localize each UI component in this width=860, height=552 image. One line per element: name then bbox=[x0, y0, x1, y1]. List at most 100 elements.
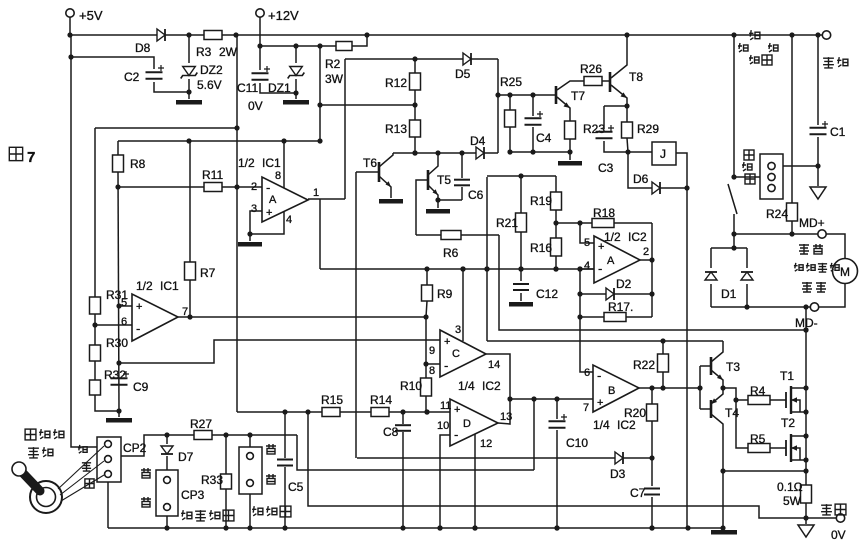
svg-text:3: 3 bbox=[251, 203, 257, 215]
svg-text:3W: 3W bbox=[325, 72, 344, 86]
svg-text:C10: C10 bbox=[566, 436, 588, 450]
svg-text:C3: C3 bbox=[598, 161, 614, 175]
svg-text:+5V: +5V bbox=[79, 8, 103, 23]
svg-text:1/2: 1/2 bbox=[238, 156, 255, 170]
svg-text:D6: D6 bbox=[633, 172, 649, 186]
svg-text:C: C bbox=[452, 348, 460, 360]
svg-text:+: + bbox=[444, 336, 450, 348]
svg-text:R10: R10 bbox=[400, 379, 422, 393]
svg-text:T7: T7 bbox=[571, 89, 585, 103]
svg-text:DZ2: DZ2 bbox=[200, 63, 223, 77]
svg-text:1/4: 1/4 bbox=[593, 418, 610, 432]
svg-text:R15: R15 bbox=[321, 393, 343, 407]
svg-text:MD-: MD- bbox=[795, 316, 818, 330]
svg-text:7: 7 bbox=[583, 402, 589, 414]
svg-text:R16: R16 bbox=[530, 241, 552, 255]
svg-text:R20: R20 bbox=[624, 406, 646, 420]
svg-text:8: 8 bbox=[275, 170, 281, 182]
svg-text:A: A bbox=[269, 194, 277, 206]
svg-text:R7: R7 bbox=[200, 266, 216, 280]
svg-text:2: 2 bbox=[251, 181, 257, 193]
svg-text:R19: R19 bbox=[530, 194, 552, 208]
svg-text:-: - bbox=[444, 358, 448, 373]
svg-text:5.6V: 5.6V bbox=[197, 78, 222, 92]
svg-text:T4: T4 bbox=[725, 406, 739, 420]
svg-text:R6: R6 bbox=[443, 246, 459, 260]
svg-text:5: 5 bbox=[584, 237, 590, 249]
svg-text:-: - bbox=[454, 427, 458, 442]
svg-text:T1: T1 bbox=[780, 369, 794, 383]
svg-text:-: - bbox=[597, 368, 601, 383]
svg-text:C2: C2 bbox=[124, 70, 140, 84]
svg-text:7: 7 bbox=[182, 306, 188, 318]
svg-text:C6: C6 bbox=[468, 188, 484, 202]
svg-text:D4: D4 bbox=[470, 134, 486, 148]
svg-text:-: - bbox=[136, 321, 140, 336]
svg-text:R25: R25 bbox=[500, 75, 522, 89]
svg-text:C5: C5 bbox=[288, 480, 304, 494]
svg-text:R23: R23 bbox=[583, 122, 605, 136]
svg-text:CP2: CP2 bbox=[123, 441, 147, 455]
svg-text:3: 3 bbox=[455, 324, 461, 336]
svg-text:R11: R11 bbox=[202, 168, 223, 182]
svg-text:7: 7 bbox=[27, 149, 35, 166]
svg-text:M: M bbox=[840, 265, 850, 279]
svg-text:+: + bbox=[597, 397, 603, 409]
svg-text:0V: 0V bbox=[831, 528, 846, 542]
svg-text:T6: T6 bbox=[363, 156, 377, 170]
svg-text:R5: R5 bbox=[750, 432, 766, 446]
svg-text:R9: R9 bbox=[437, 287, 453, 301]
svg-text:1/2: 1/2 bbox=[604, 230, 621, 244]
svg-text:D1: D1 bbox=[721, 287, 737, 301]
svg-text:DZ1: DZ1 bbox=[268, 81, 291, 95]
svg-text:T2: T2 bbox=[781, 416, 795, 430]
svg-text:R14: R14 bbox=[370, 393, 392, 407]
svg-text:R18: R18 bbox=[593, 206, 615, 220]
svg-text:0.1Ω: 0.1Ω bbox=[777, 480, 803, 494]
svg-text:A: A bbox=[607, 255, 615, 267]
svg-text:C9: C9 bbox=[133, 380, 149, 394]
svg-text:T8: T8 bbox=[629, 70, 643, 84]
svg-text:1/4: 1/4 bbox=[458, 379, 475, 393]
svg-text:R17.: R17. bbox=[608, 300, 633, 314]
svg-text:D3: D3 bbox=[610, 467, 626, 481]
svg-text:IC2: IC2 bbox=[617, 418, 636, 432]
svg-text:D8: D8 bbox=[135, 41, 151, 55]
svg-text:R26: R26 bbox=[580, 62, 602, 76]
svg-text:0V: 0V bbox=[248, 99, 263, 113]
svg-text:IC1: IC1 bbox=[160, 279, 179, 293]
svg-text:D2: D2 bbox=[616, 277, 632, 291]
svg-text:-: - bbox=[266, 180, 270, 195]
svg-text:D: D bbox=[463, 418, 471, 430]
svg-text:11: 11 bbox=[440, 400, 451, 412]
svg-text:T3: T3 bbox=[726, 360, 740, 374]
svg-text:5: 5 bbox=[121, 297, 127, 309]
svg-text:12: 12 bbox=[480, 438, 492, 450]
svg-text:R32: R32 bbox=[104, 368, 126, 382]
svg-text:R24: R24 bbox=[766, 207, 788, 221]
svg-text:C12: C12 bbox=[536, 287, 558, 301]
svg-text:IC2: IC2 bbox=[482, 379, 501, 393]
svg-text:9: 9 bbox=[429, 345, 435, 357]
svg-text:R12: R12 bbox=[385, 76, 407, 90]
svg-text:J: J bbox=[660, 147, 666, 161]
svg-text:-: - bbox=[598, 261, 602, 276]
svg-text:R27: R27 bbox=[190, 417, 212, 431]
svg-text:R33: R33 bbox=[201, 473, 223, 487]
svg-text:D5: D5 bbox=[455, 67, 471, 81]
svg-text:4: 4 bbox=[286, 214, 292, 226]
svg-text:C11: C11 bbox=[237, 81, 258, 95]
svg-text:R4: R4 bbox=[750, 384, 766, 398]
svg-text:4: 4 bbox=[584, 260, 590, 272]
svg-text:D7: D7 bbox=[178, 450, 194, 464]
svg-text:R21: R21 bbox=[496, 216, 518, 230]
svg-text:R30: R30 bbox=[106, 336, 128, 350]
svg-text:T5: T5 bbox=[437, 173, 451, 187]
svg-text:+: + bbox=[454, 404, 460, 416]
svg-text:R29: R29 bbox=[637, 122, 659, 136]
svg-text:R22: R22 bbox=[633, 358, 655, 372]
svg-text:1/2: 1/2 bbox=[136, 279, 153, 293]
svg-text:8: 8 bbox=[429, 365, 435, 377]
svg-text:1: 1 bbox=[313, 187, 319, 199]
svg-text:2: 2 bbox=[643, 246, 649, 258]
